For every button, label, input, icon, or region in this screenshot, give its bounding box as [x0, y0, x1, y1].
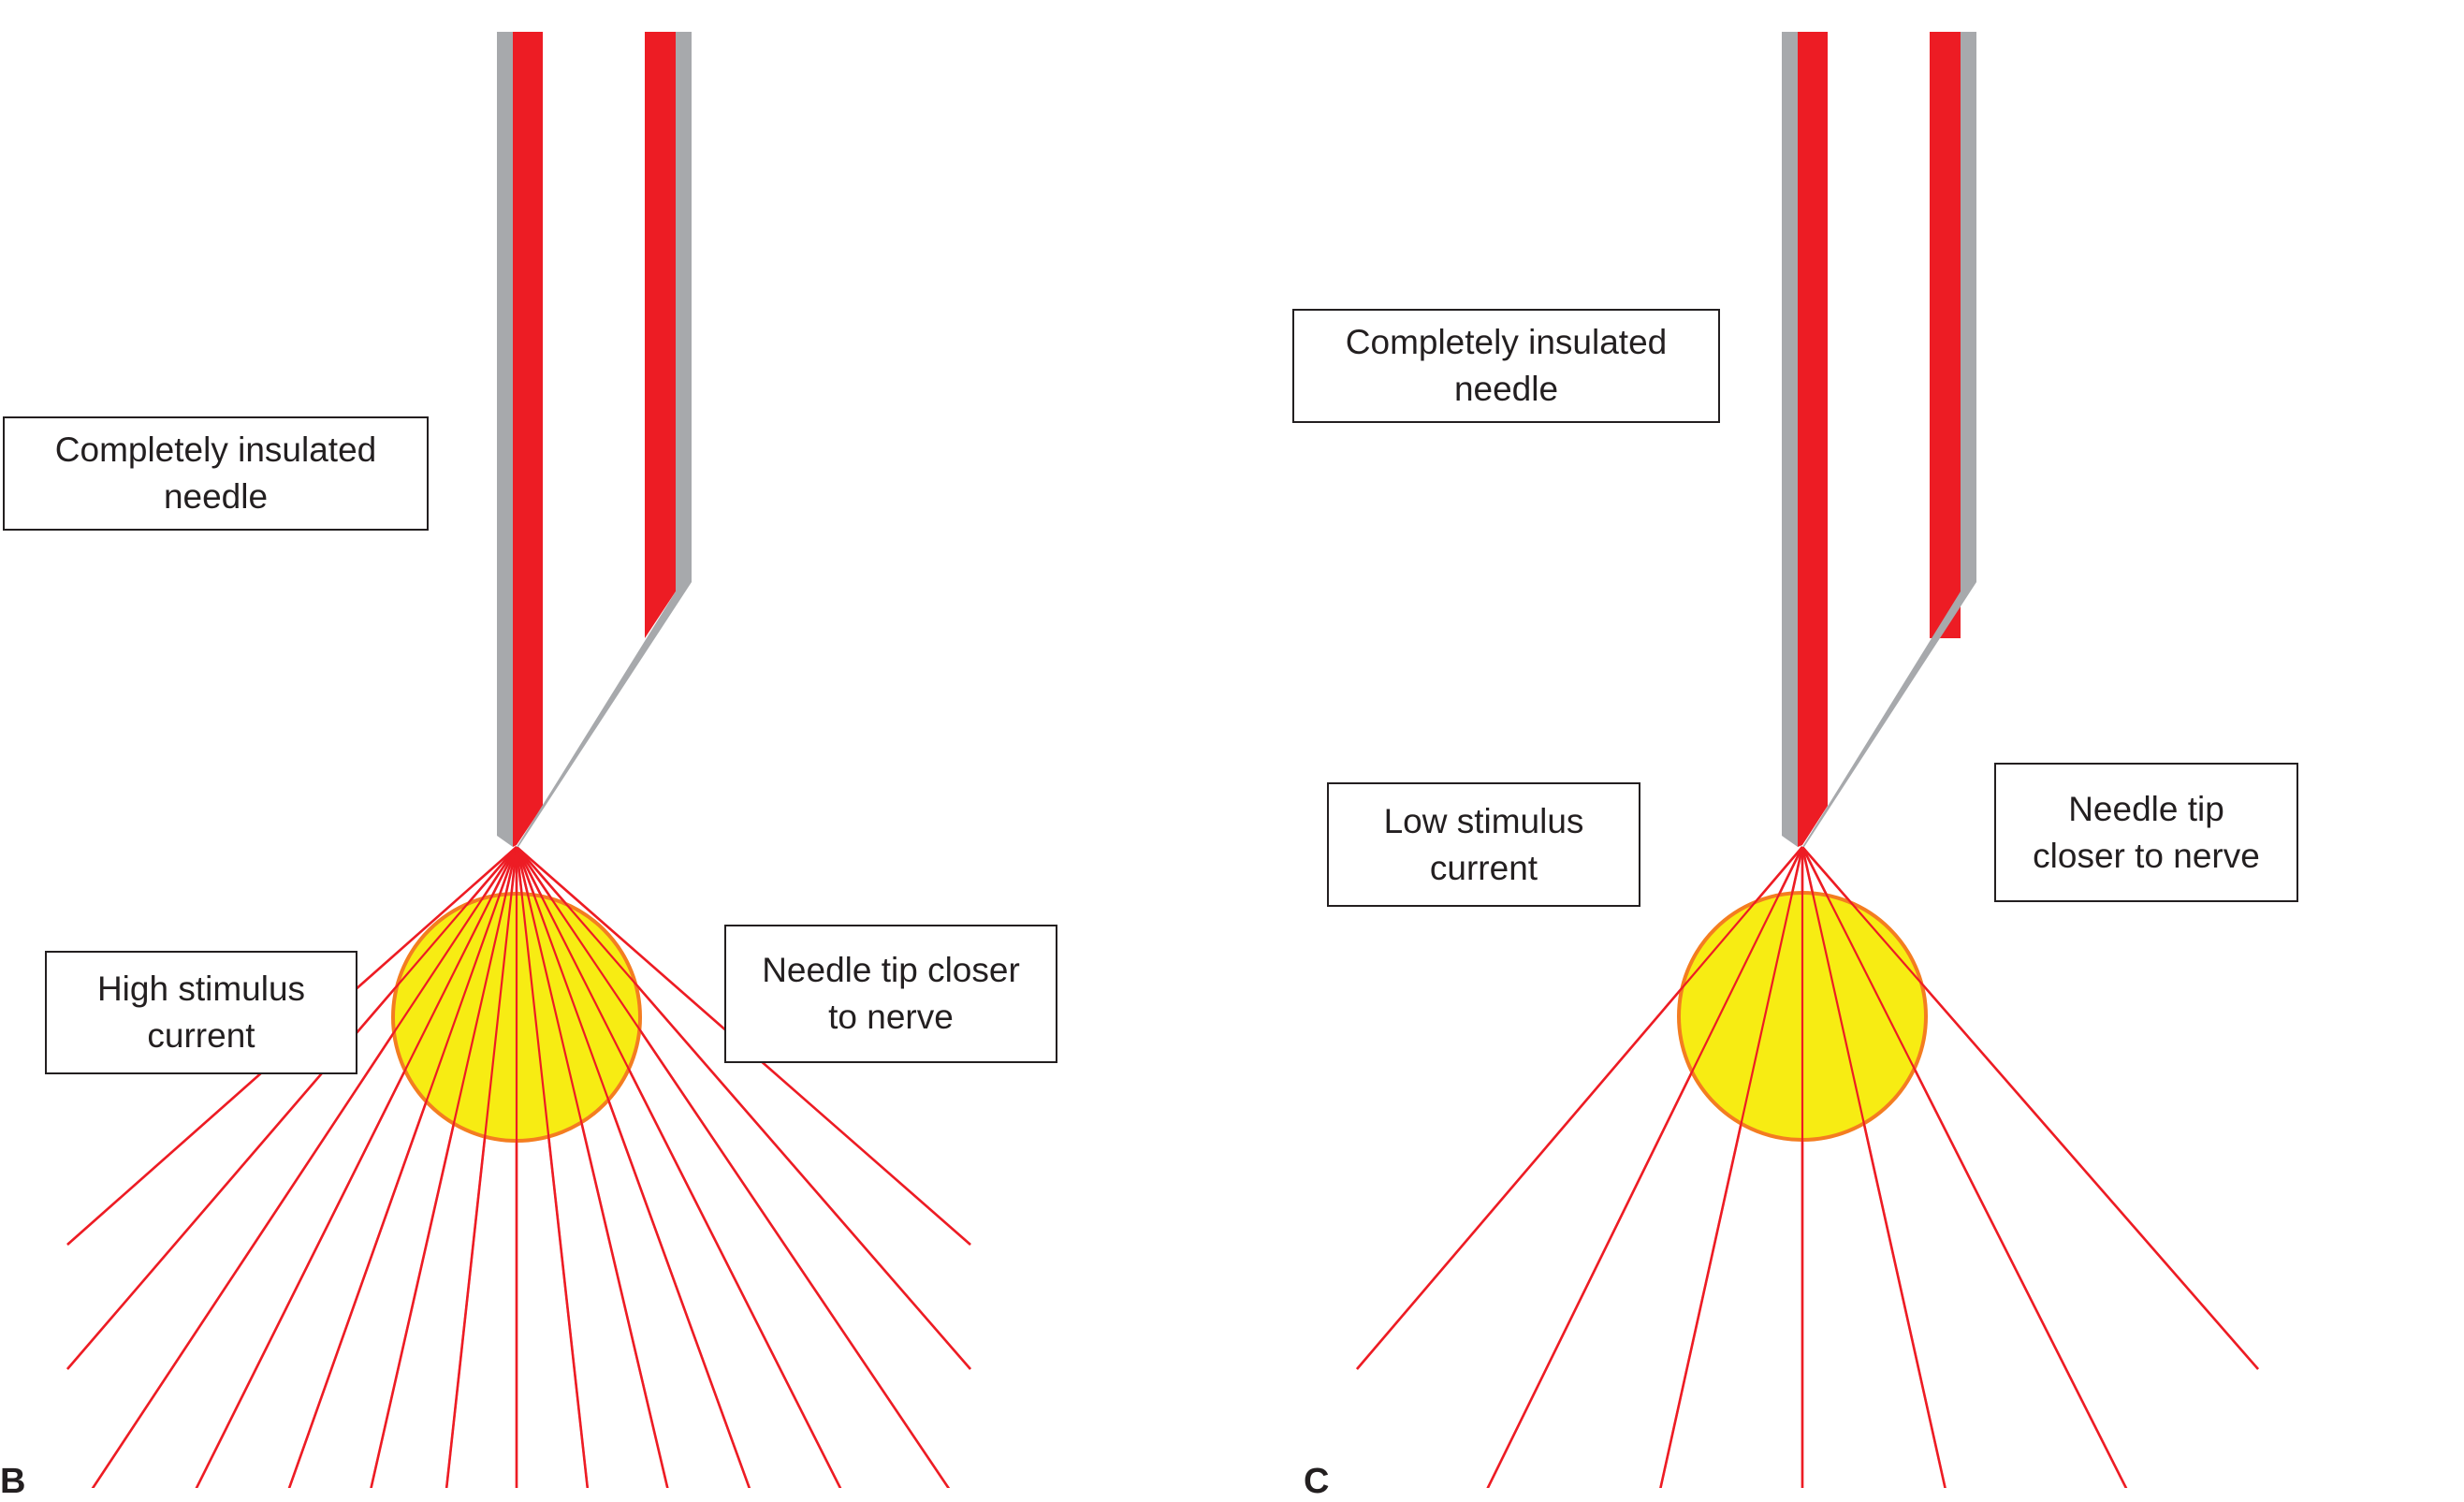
b-field-line-10-over — [515, 846, 669, 1488]
panel-c — [1356, 32, 2259, 1488]
c-field-line-1-over — [1356, 846, 1803, 1370]
b-field-line-9-over — [515, 846, 589, 1488]
c-field-line-2-over — [1486, 846, 1803, 1488]
c-field-line-7-over — [1801, 846, 2259, 1370]
b-field-line-11-over — [515, 846, 751, 1488]
needle-right-insulation-b — [517, 32, 692, 847]
field-lines-b-over-nerve — [66, 846, 971, 1488]
needle-label-b: Completely insulated needle — [3, 416, 429, 531]
b-field-line-13-over — [516, 846, 950, 1488]
current-label-b: High stimulus current — [45, 951, 357, 1074]
c-field-line-3-over — [1659, 846, 1804, 1488]
field-lines-c-over-nerve — [1356, 846, 2259, 1488]
c-field-line-5-over — [1801, 846, 1946, 1488]
needle-c — [1782, 32, 1976, 847]
b-field-line-2-over — [66, 846, 518, 1370]
panel-letter-c: C — [1304, 1462, 1330, 1501]
b-field-line-5-over — [287, 846, 518, 1488]
panel-b — [66, 32, 971, 1488]
needle-left-wall-c — [1798, 32, 1828, 847]
panel-letter-b: B — [0, 1462, 26, 1501]
b-field-line-4-over — [195, 846, 518, 1488]
b-field-line-14-over — [516, 846, 971, 1370]
c-field-line-6-over — [1801, 846, 2128, 1488]
tip-label-b: Needle tip closer to nerve — [724, 925, 1057, 1063]
current-label-c: Low stimulus current — [1327, 782, 1640, 907]
b-field-line-6-over — [370, 846, 518, 1488]
needle-label-c: Completely insulated needle — [1292, 309, 1720, 423]
needle-right-wall-c — [1930, 32, 1961, 638]
needle-left-insulation-b — [497, 32, 513, 847]
b-field-line-12-over — [516, 846, 842, 1488]
b-field-line-3-over — [91, 846, 518, 1488]
b-field-line-7-over — [445, 846, 518, 1488]
needle-left-insulation-c — [1782, 32, 1798, 847]
needle-b — [497, 32, 692, 847]
tip-label-c: Needle tip closer to nerve — [1994, 763, 2298, 902]
needle-left-wall-b — [513, 32, 543, 847]
needle-right-insulation-c — [1802, 32, 1976, 847]
needle-right-wall-b — [645, 32, 676, 638]
